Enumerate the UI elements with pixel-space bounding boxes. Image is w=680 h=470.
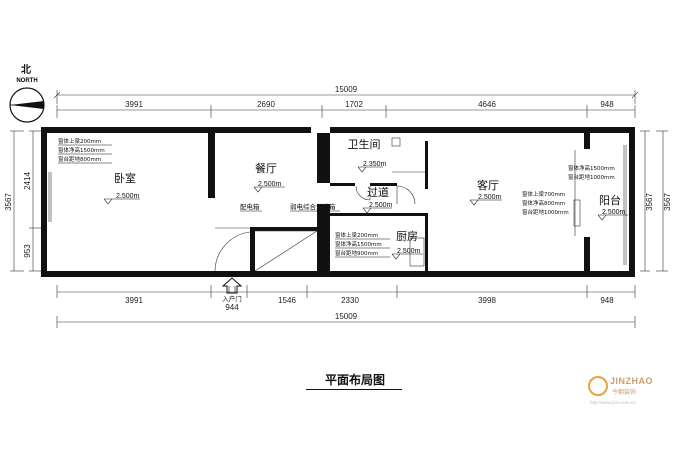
- dim-top-overall: 15009: [335, 85, 358, 94]
- kitchen-window-notes: 窗体上梁200mm 窗体净高1500mm 窗台距地900mm: [335, 231, 390, 258]
- dim-top-3: 1702: [345, 100, 363, 109]
- compass-north-en: NORTH: [16, 78, 37, 84]
- room-bedroom: 卧室: [114, 171, 136, 185]
- bottom-segment-dimension: [56, 285, 636, 298]
- dim-right-inner: 3567: [645, 193, 654, 211]
- dim-bottom-1: 3991: [125, 296, 143, 305]
- walls: [41, 127, 635, 277]
- room-bathroom: 卫生间: [348, 137, 381, 151]
- title-underline: [306, 389, 402, 390]
- dim-bottom-6: 948: [600, 296, 614, 305]
- elev-living: 2.500m: [478, 194, 502, 201]
- logo-url: http://www.jzzs.com.cn: [590, 400, 636, 405]
- elev-dining: 2.500m: [258, 181, 282, 188]
- entrance-arrow-icon: [221, 277, 243, 294]
- bedroom-window-notes: 窗体上梁200mm 窗体净高1500mm 窗台距地800mm: [58, 137, 112, 164]
- dim-top-4: 4646: [478, 100, 496, 109]
- compass: 北 NORTH: [9, 63, 45, 123]
- right-dimensions: [640, 130, 668, 272]
- note-living-2: 窗体净高800mm: [522, 199, 565, 207]
- living-window-notes: 窗体上梁700mm 窗体净高800mm 窗台距地1000mm: [522, 190, 569, 216]
- dim-top-5: 948: [600, 100, 614, 109]
- elevation-markers: [103, 166, 628, 260]
- note-bedroom-2: 窗体净高1500mm: [58, 146, 105, 154]
- balcony-window-notes: 窗体净高1500mm 窗台距地1000mm: [568, 164, 615, 181]
- dim-bottom-5: 3998: [478, 296, 496, 305]
- dim-right-outer: 3567: [663, 193, 672, 211]
- top-overall-dimension: [53, 90, 639, 104]
- elev-bathroom: 2.350m: [363, 161, 387, 168]
- note-bedroom-3: 窗台距地800mm: [58, 155, 101, 163]
- label-weak-box: 弱电综合分线箱: [290, 202, 336, 211]
- room-balcony: 阳台: [599, 193, 621, 207]
- logo: JINZHAO 今朝装饰: [588, 374, 668, 402]
- logo-mark-icon: [588, 376, 608, 396]
- room-living: 客厅: [477, 178, 499, 192]
- entrance-label: 入户门: [222, 294, 242, 303]
- compass-arrow-icon: [10, 101, 44, 109]
- label-electric-box: 配电箱: [240, 202, 260, 211]
- dim-top-2: 2690: [257, 100, 275, 109]
- dim-bottom-3: 1546: [278, 296, 296, 305]
- dim-left-lower: 953: [23, 244, 32, 258]
- logo-sub: 今朝装饰: [612, 389, 637, 396]
- bottom-overall-dimension: [56, 316, 636, 328]
- note-kitchen-2: 窗体净高1500mm: [335, 240, 382, 248]
- note-kitchen-1: 窗体上梁200mm: [335, 231, 378, 239]
- dim-bottom-2: 944: [225, 303, 239, 312]
- top-segment-dimension: [56, 105, 636, 118]
- elev-kitchen: 2.500m: [397, 248, 421, 255]
- note-bedroom-1: 窗体上梁200mm: [58, 137, 101, 145]
- plan-title: 平面布局图: [324, 373, 385, 387]
- elev-corridor: 2.500m: [369, 202, 393, 209]
- logo-name: JINZHAO: [610, 376, 654, 386]
- dim-bottom-overall: 15009: [335, 312, 358, 321]
- note-balcony-2: 窗台距地1000mm: [568, 173, 615, 181]
- dim-left-overall: 3567: [4, 193, 13, 211]
- room-kitchen: 厨房: [396, 230, 418, 243]
- note-living-3: 窗台距地1000mm: [522, 208, 569, 216]
- dim-top-1: 3991: [125, 100, 143, 109]
- thin-lines: [48, 137, 627, 272]
- note-living-1: 窗体上梁700mm: [522, 190, 565, 198]
- room-corridor: 过道: [367, 185, 389, 199]
- elev-balcony: 2.500m: [602, 209, 626, 216]
- note-balcony-1: 窗体净高1500mm: [568, 164, 615, 172]
- note-kitchen-3: 窗台距地900mm: [335, 249, 378, 257]
- elev-bedroom: 2.500m: [116, 193, 140, 200]
- dim-bottom-4: 2330: [341, 296, 359, 305]
- room-dining: 餐厅: [255, 161, 277, 175]
- compass-north-cn: 北: [21, 63, 31, 76]
- dim-left-upper: 2414: [23, 172, 32, 190]
